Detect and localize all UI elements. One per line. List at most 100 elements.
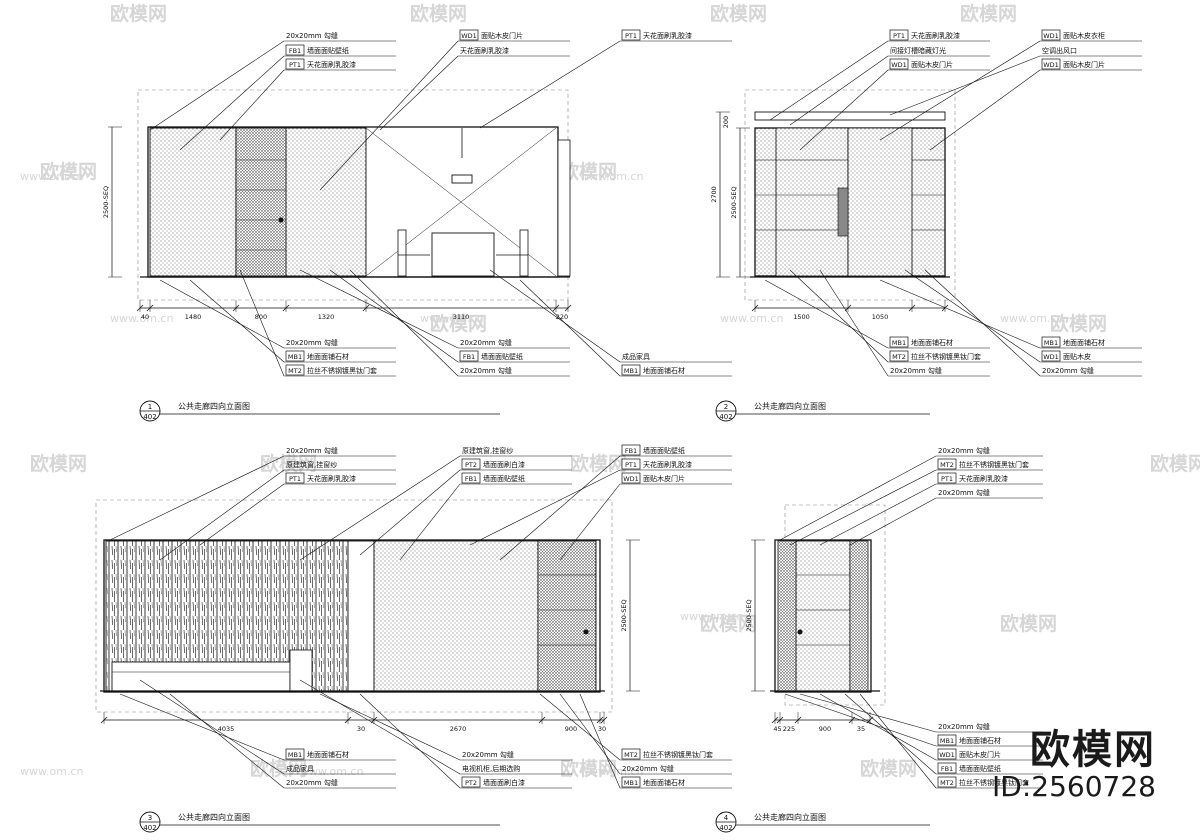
wall-column: [347, 540, 375, 692]
dimension-value: 30: [357, 725, 365, 733]
dimension-value: 900: [565, 725, 577, 733]
watermark-logo: 欧模网: [700, 612, 757, 635]
watermark-url: www.om.cn: [110, 312, 173, 325]
material-label: 地面面铺石材: [643, 366, 685, 375]
material-label: 拉丝不锈钢镀黑钛门套: [959, 778, 1029, 787]
material-code-box: [461, 472, 481, 484]
material-label: 天花面刷乳胶漆: [460, 46, 509, 55]
material-label: 拉丝不锈钢镀黑钛门套: [959, 460, 1029, 469]
material-code: PT1: [625, 32, 637, 40]
material-label: 面贴木皮门片: [959, 750, 1001, 759]
ceiling-section: [754, 111, 946, 121]
material-label: 地面面铺石材: [959, 736, 1001, 745]
leader-line: [849, 497, 937, 546]
material-label: 20x20mm 勾缝: [286, 778, 338, 787]
material-code: PT1: [625, 461, 637, 469]
material-code-box: [461, 458, 481, 470]
drawing-sheet-number: 402: [719, 413, 732, 421]
leader-line: [559, 483, 621, 561]
leader-line: [319, 693, 461, 761]
material-label: 空调出风口: [1042, 46, 1077, 55]
door-handle: [583, 629, 589, 635]
material-code: FB1: [289, 47, 301, 55]
material-label: 墙面面贴壁纸: [643, 446, 685, 455]
material-label: 拉丝不锈钢镀黑钛门套: [307, 366, 377, 375]
leader-line: [789, 55, 889, 126]
material-code: MT2: [940, 461, 954, 469]
wallpaper-panel: [373, 540, 539, 692]
leader-line: [539, 693, 621, 761]
material-label: 成品家具: [622, 352, 650, 361]
material-code: MB1: [624, 779, 638, 787]
material-code-box: [937, 748, 957, 760]
tag-top: 20x20mm 勾缝: [779, 446, 1043, 541]
material-label: 20x20mm 勾缝: [938, 722, 990, 731]
material-code: PT1: [893, 32, 905, 40]
tv-cabinet: [111, 661, 291, 692]
material-label: 天花面刷乳胶漆: [643, 460, 692, 469]
leader-line: [179, 55, 285, 151]
leader-line: [799, 693, 937, 733]
material-label: 间接灯槽暗藏灯光: [890, 46, 946, 55]
leader-line: [789, 469, 937, 546]
material-code-box: [459, 29, 479, 41]
stone-door-frame: [235, 127, 287, 277]
watermark-url: www.om.cn: [580, 170, 643, 183]
material-code-box: [621, 444, 641, 456]
material-code: FB1: [463, 353, 475, 361]
chair-left: [397, 229, 407, 277]
tag-bottom: 20x20mm 勾缝: [349, 269, 570, 377]
material-code-box: [621, 364, 641, 376]
leader-line: [159, 279, 285, 349]
material-code-box: [285, 364, 305, 376]
material-label: 面贴木皮门片: [1063, 60, 1105, 69]
material-code: FB1: [465, 475, 477, 483]
material-label: 地面面铺石材: [1063, 338, 1105, 347]
leader-line: [109, 455, 285, 541]
watermark-logo: 欧模网: [1000, 612, 1057, 635]
leader-line: [379, 55, 459, 131]
material-label: 面贴木皮衣柜: [1063, 31, 1105, 40]
door-frame-panel: [537, 540, 597, 692]
watermark-logo: 欧模网: [1150, 452, 1200, 475]
leader-line: [519, 279, 621, 377]
leader-line: [239, 269, 285, 377]
material-code-box: [285, 472, 305, 484]
section-boundary: [744, 89, 956, 301]
watermark-url: www.om.cn: [420, 312, 483, 325]
door-handle: [278, 217, 284, 223]
tag-top: 20x20mm 勾缝: [109, 446, 396, 541]
leader-line: [219, 69, 285, 141]
material-label: 20x20mm 勾缝: [622, 764, 674, 773]
pendant-lamp: [451, 174, 473, 184]
leader-line: [559, 693, 621, 775]
material-label: 墙面面刷白漆: [483, 460, 525, 469]
material-label: 20x20mm 勾缝: [938, 446, 990, 455]
material-code: WD1: [623, 475, 639, 483]
dimension-value: 1500: [793, 313, 810, 321]
veneer-door-leaf: [795, 540, 851, 692]
material-code: FB1: [625, 447, 637, 455]
drawing-number: 2: [724, 403, 728, 411]
watermark-url: www.om.cn: [680, 610, 743, 623]
material-label: 20x20mm 勾缝: [460, 338, 512, 347]
leader-line: [879, 40, 1041, 141]
material-code-box: [937, 762, 957, 774]
material-code-box: [285, 58, 305, 70]
leader-line: [199, 483, 285, 546]
material-label: 拉丝不锈钢镀黑钛门套: [911, 352, 981, 361]
leader-line: [119, 693, 285, 761]
material-label: 墙面面贴壁纸: [483, 474, 525, 483]
leader-line: [819, 693, 937, 761]
drawing-title: 公共走廊四向立面图: [178, 812, 250, 822]
leader-line: [499, 455, 621, 561]
